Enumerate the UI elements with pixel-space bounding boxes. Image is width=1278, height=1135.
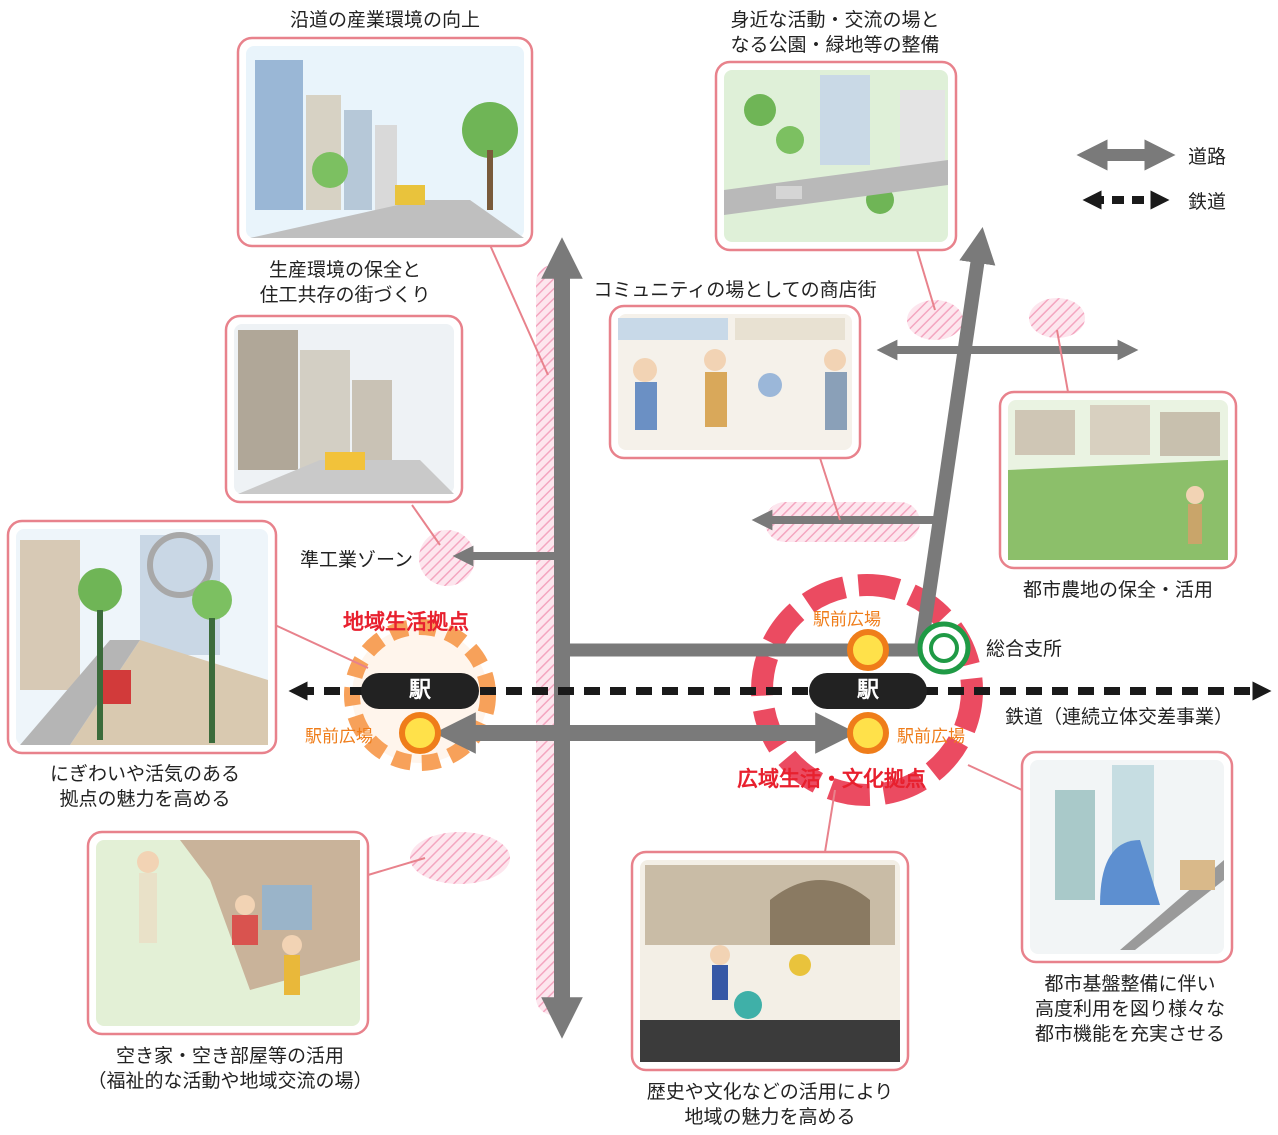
building-icon — [20, 540, 80, 690]
panel-roadside-industry — [236, 36, 534, 248]
caption-history-line1: 歴史や文化などの活用により — [646, 1081, 894, 1103]
tree-icon — [78, 568, 122, 612]
panel-infrastructure — [1020, 750, 1234, 964]
road-diagonal — [913, 226, 996, 657]
pointer-nigiwai — [274, 624, 369, 669]
caption-park-line2: なる公園・緑地等の整備 — [730, 34, 940, 56]
branch-office-label: 総合支所 — [986, 638, 1063, 660]
building-icon — [238, 330, 298, 470]
plaza-wide-north-label: 駅前広場 — [813, 610, 881, 630]
callout-pointers — [274, 244, 1069, 876]
caption-history-line2: 地域の魅力を高める — [684, 1106, 856, 1128]
caption-production: 生産環境の保全と 住工共存の街づくり — [215, 258, 475, 308]
bus-icon — [776, 186, 802, 199]
wheelchair-icon — [758, 373, 782, 397]
pointer-farmland — [1056, 329, 1069, 393]
caption-roadside: 沿道の産業環境の向上 — [235, 8, 535, 33]
person-icon — [633, 358, 657, 382]
station-plazas — [399, 629, 889, 754]
tuba-icon — [789, 954, 811, 976]
car-icon — [325, 452, 365, 470]
caption-production-line2: 住工共存の街づくり — [259, 284, 431, 306]
shop-sign-icon — [618, 318, 728, 340]
performer-icon — [710, 945, 730, 965]
gate-icon — [770, 880, 870, 945]
road-network — [434, 226, 1139, 1039]
farmer-icon — [1186, 486, 1204, 504]
caption-nigiwai-line2: 拠点の魅力を高める — [59, 788, 231, 810]
dome-icon — [1100, 840, 1160, 905]
branch-office-symbol — [917, 621, 971, 675]
legend-road-label: 道路 — [1188, 146, 1227, 168]
panel-nigiwai — [6, 519, 278, 755]
legend-rail-label: 鉄道 — [1188, 191, 1227, 213]
crowd-icon — [640, 1020, 900, 1062]
arch-icon — [147, 532, 213, 598]
caption-park: 身近な活動・交流の場と なる公園・緑地等の整備 — [690, 8, 980, 58]
caption-shopping-line: コミュニティの場としての商店街 — [593, 279, 877, 301]
pointer-history — [824, 789, 836, 853]
caption-nigiwai-line1: にぎわいや活気のある — [49, 763, 240, 785]
person-icon — [137, 851, 159, 873]
station-local: 駅 — [361, 673, 479, 709]
tree-icon — [744, 94, 776, 126]
caption-akiya: 空き家・空き部屋等の活用 （福祉的な活動や地域交流の場） — [60, 1044, 400, 1094]
pointer-shopping — [819, 457, 841, 521]
plaza-wide-south-label: 駅前広場 — [897, 727, 965, 747]
caption-farmland: 都市農地の保全・活用 — [1000, 578, 1236, 603]
caption-infra-line3: 都市機能を充実させる — [1034, 1023, 1225, 1045]
panel-farmland — [998, 390, 1238, 570]
pointer-roadside — [489, 244, 549, 376]
plaza-wide-south-icon — [847, 712, 889, 754]
truck-icon — [395, 185, 425, 205]
caption-production-line1: 生産環境の保全と — [268, 259, 421, 281]
station-wide: 駅 — [809, 673, 927, 709]
plaza-local-label: 駅前広場 — [305, 727, 373, 747]
house-icon — [1015, 410, 1075, 455]
caption-infra-line2: 高度利用を図り様々な — [1034, 998, 1225, 1020]
hatch-akiya — [410, 832, 510, 884]
caption-akiya-line2: （福祉的な活動や地域交流の場） — [87, 1070, 373, 1092]
field-icon — [1008, 460, 1228, 560]
caption-shopping: コミュニティの場としての商店街 — [585, 278, 885, 303]
caption-nigiwai: にぎわいや活気のある 拠点の魅力を高める — [10, 762, 280, 812]
panel-akiya — [86, 830, 370, 1036]
pointer-production — [411, 504, 441, 546]
caption-akiya-line1: 空き家・空き部屋等の活用 — [115, 1045, 344, 1067]
hatch-farmland — [1029, 298, 1085, 338]
semi-industrial-zone-label: 準工業ゾーン — [300, 549, 414, 571]
pointer-infra — [967, 764, 1023, 791]
building-icon — [820, 75, 870, 165]
pointer-park — [916, 249, 936, 311]
caption-infra-line1: 都市基盤整備に伴い — [1044, 973, 1216, 995]
post-icon — [103, 670, 131, 704]
pointer-akiya — [367, 857, 426, 876]
plaza-wide-north-icon — [847, 629, 889, 671]
caption-history: 歴史や文化などの活用により 地域の魅力を高める — [610, 1080, 930, 1130]
legend — [1076, 139, 1176, 210]
caption-roadside-line: 沿道の産業環境の向上 — [289, 9, 480, 31]
panel-park — [714, 60, 958, 252]
panel-production — [224, 314, 464, 504]
panel-history — [630, 850, 910, 1072]
plaza-local-icon — [399, 712, 441, 754]
tree-icon — [462, 102, 518, 158]
branch-office-icon — [917, 621, 971, 675]
caption-infra: 都市基盤整備に伴い 高度利用を図り様々な 都市機能を充実させる — [1010, 972, 1250, 1047]
hatch-park — [907, 300, 963, 340]
caption-farmland-line: 都市農地の保全・活用 — [1022, 579, 1213, 601]
tower-icon — [1055, 790, 1095, 900]
railway-project-label: 鉄道（連続立体交差事業） — [1005, 706, 1234, 728]
local-hub-label: 地域生活拠点 — [343, 610, 469, 634]
building-icon — [255, 60, 303, 210]
caption-park-line1: 身近な活動・交流の場と — [730, 9, 940, 31]
wide-hub-label: 広域生活・文化拠点 — [737, 767, 926, 791]
hatch-semi-industrial — [419, 530, 475, 586]
panel-shopping-street — [608, 304, 862, 460]
